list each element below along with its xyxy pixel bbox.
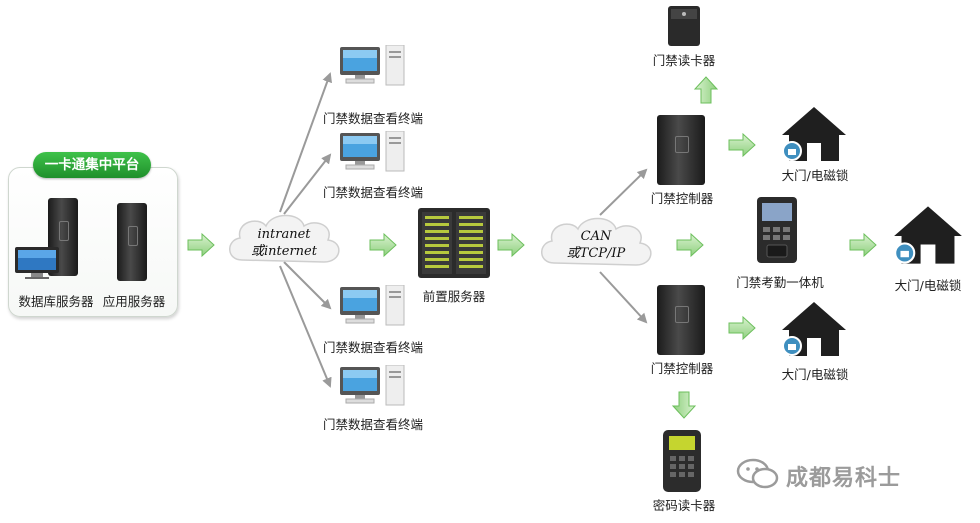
controller-label-2: 门禁控制器 bbox=[650, 361, 714, 376]
app-server-icon bbox=[117, 203, 147, 281]
watermark-text: 成都易科士 bbox=[786, 466, 902, 491]
cloud-icon-intranet bbox=[229, 214, 340, 263]
controller-label-1: 门禁控制器 bbox=[650, 191, 714, 206]
computer-icon bbox=[340, 131, 405, 172]
attendance-machine-icon bbox=[757, 197, 797, 263]
password-reader-icon bbox=[663, 430, 701, 492]
green-arrow-server-cloud bbox=[497, 233, 525, 257]
green-arrow-attendance-gate bbox=[849, 233, 877, 257]
wechat-icon bbox=[736, 458, 779, 489]
cloud1-line1: intranet bbox=[257, 227, 311, 242]
fan-arrows-left bbox=[279, 72, 332, 388]
computer-icon bbox=[340, 45, 405, 86]
fan-arrow-1 bbox=[279, 72, 332, 213]
cloud1-line2: 或internet bbox=[251, 244, 317, 259]
fan-arrow-4 bbox=[279, 265, 332, 388]
terminal-label: 门禁数据查看终端 bbox=[322, 111, 423, 126]
computer-icon bbox=[340, 365, 405, 406]
db-server-label: 数据库服务器 bbox=[18, 294, 94, 309]
attendance-label: 门禁考勤一体机 bbox=[736, 275, 824, 290]
computer-icon bbox=[340, 285, 405, 326]
platform-box bbox=[8, 167, 178, 317]
password-reader-label: 密码读卡器 bbox=[652, 498, 716, 513]
controller-icon-1 bbox=[657, 115, 705, 185]
green-arrow-cloud-server bbox=[369, 233, 397, 257]
fan-arrow-ctrl-1 bbox=[599, 168, 648, 216]
cloud2-line2: 或TCP/IP bbox=[566, 246, 626, 261]
monitor-icon bbox=[15, 247, 59, 279]
fan-arrow-3 bbox=[283, 261, 332, 310]
fan-arrow-2 bbox=[283, 153, 332, 215]
green-arrow-cloud-attendance bbox=[676, 233, 704, 257]
server-rack-icon bbox=[418, 208, 490, 278]
green-arrow-up-reader bbox=[693, 76, 719, 104]
house-lock-icon bbox=[782, 302, 846, 356]
front-server-label: 前置服务器 bbox=[422, 289, 486, 304]
cloud-icon-can bbox=[541, 217, 652, 266]
card-reader-label: 门禁读卡器 bbox=[652, 53, 716, 68]
terminal-label: 门禁数据查看终端 bbox=[322, 340, 423, 355]
cloud2-line1: CAN bbox=[580, 229, 612, 244]
fan-arrows-right bbox=[599, 168, 648, 324]
gate-label: 大门/电磁锁 bbox=[781, 168, 849, 183]
app-server-label: 应用服务器 bbox=[102, 294, 166, 309]
gate-label: 大门/电磁锁 bbox=[894, 278, 962, 293]
gate-label: 大门/电磁锁 bbox=[781, 367, 849, 382]
platform-title: 一卡通集中平台 bbox=[33, 152, 151, 178]
green-arrows bbox=[187, 76, 877, 419]
terminal-label: 门禁数据查看终端 bbox=[322, 417, 423, 432]
green-arrow-down-reader bbox=[671, 391, 697, 419]
house-lock-icon bbox=[894, 206, 962, 264]
card-reader-icon bbox=[668, 6, 700, 46]
green-arrow-ctrl2-gate bbox=[728, 316, 756, 340]
green-arrow-ctrl1-gate bbox=[728, 133, 756, 157]
fan-arrow-ctrl-2 bbox=[599, 271, 648, 324]
terminal-label: 门禁数据查看终端 bbox=[322, 185, 423, 200]
controller-icon-2 bbox=[657, 285, 705, 355]
green-arrow-platform-cloud bbox=[187, 233, 215, 257]
house-lock-icon bbox=[782, 107, 846, 161]
